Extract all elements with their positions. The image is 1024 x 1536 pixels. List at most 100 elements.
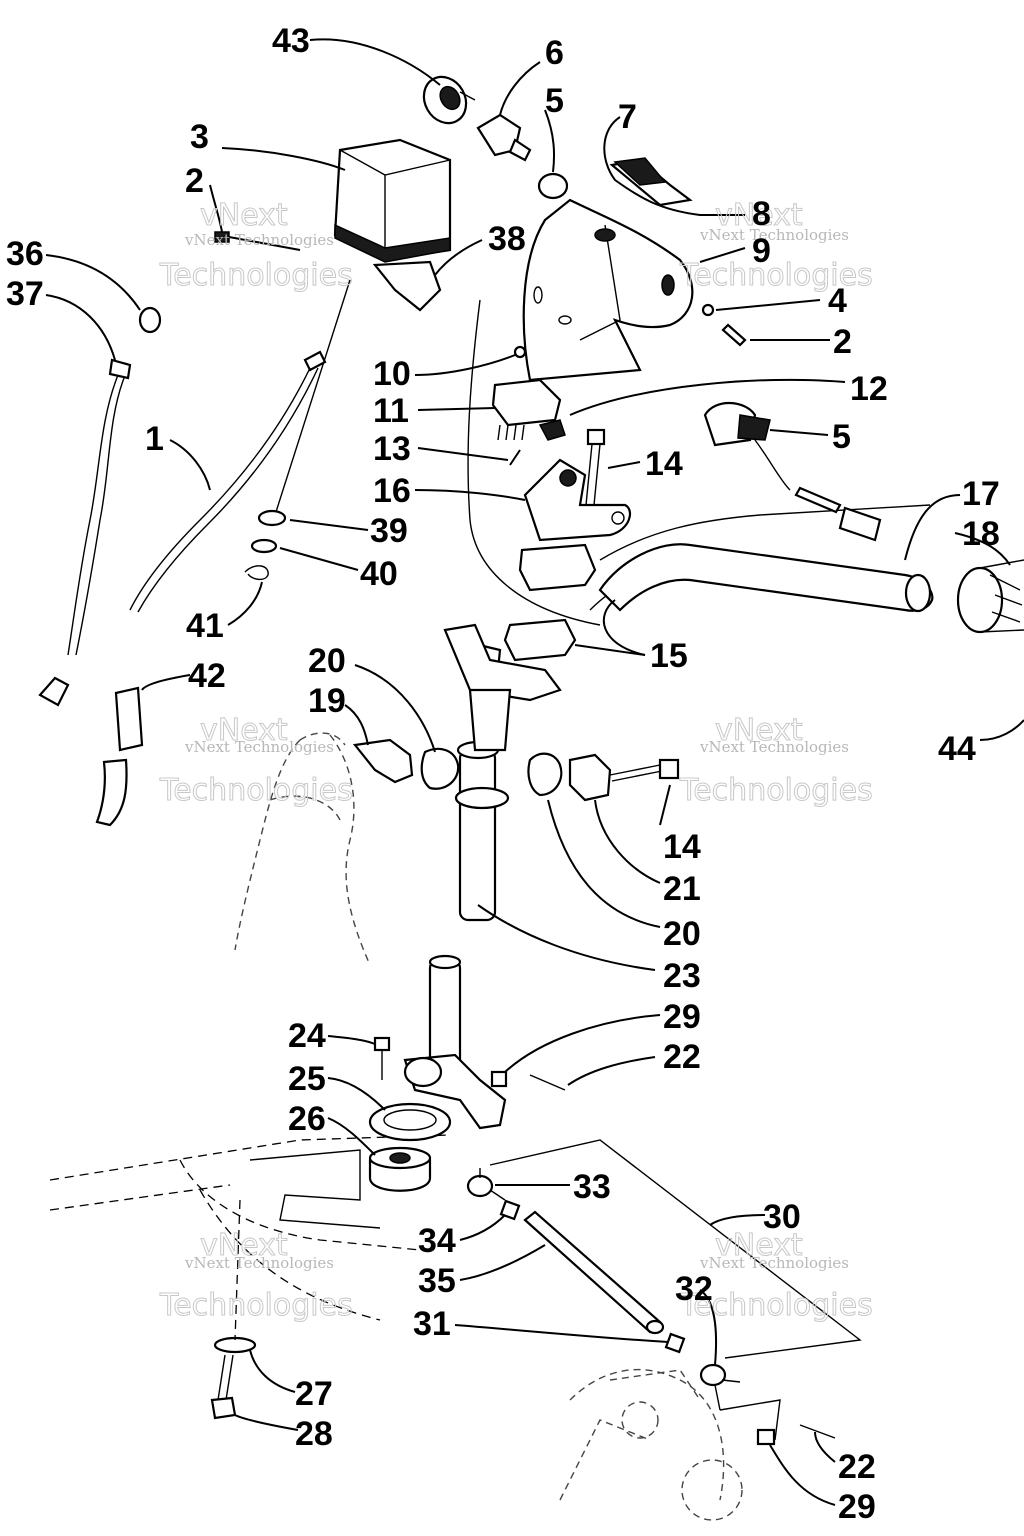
part-25-ring — [368, 1102, 452, 1142]
label-20-lower: 20 — [663, 915, 701, 953]
label-22-upper: 22 — [663, 1038, 701, 1076]
part-18-grip — [956, 559, 1024, 634]
part-22-pin-lower — [799, 1424, 836, 1439]
part-number-labels: 43 6 5 7 3 2 38 8 9 36 37 4 2 10 11 12 5… — [6, 22, 1000, 1526]
part-5-nut — [537, 172, 569, 200]
label-11: 11 — [373, 392, 409, 430]
label-25: 25 — [288, 1060, 326, 1098]
label-8: 8 — [752, 195, 771, 233]
label-28: 28 — [295, 1415, 333, 1453]
watermark-4: vNext vNext Technologies Technologies — [679, 713, 874, 809]
watermark-3: vNext vNext Technologies Technologies — [159, 713, 354, 809]
label-33: 33 — [573, 1168, 611, 1206]
label-12: 12 — [850, 370, 888, 408]
label-17: 17 — [962, 475, 1000, 513]
label-19: 19 — [308, 682, 346, 720]
watermark-line1: vNext — [715, 1228, 803, 1263]
watermark-line1: vNext — [715, 713, 803, 748]
label-7: 7 — [618, 98, 637, 136]
parts — [38, 75, 1024, 1446]
label-5-lower: 5 — [832, 418, 851, 456]
label-32: 32 — [675, 1270, 713, 1308]
part-lower-steering-shaft — [403, 954, 507, 1130]
label-44: 44 — [938, 730, 976, 768]
watermark-line2: vNext Technologies — [184, 231, 334, 249]
label-43: 43 — [272, 22, 310, 60]
label-40: 40 — [360, 555, 398, 593]
watermark-line2: vNext Technologies — [699, 738, 849, 756]
watermark-line3: Technologies — [679, 258, 873, 293]
watermark-5: vNext vNext Technologies Technologies — [159, 1228, 354, 1324]
part-13-screw — [509, 449, 521, 466]
part-7-switch — [609, 157, 693, 207]
label-34: 34 — [418, 1222, 456, 1260]
label-20-upper: 20 — [308, 642, 346, 680]
watermark-line3: Technologies — [159, 773, 353, 808]
watermark-2: vNext vNext Technologies Technologies — [679, 198, 874, 294]
part-14-bolt-upper — [585, 428, 606, 506]
watermark-line3: Technologies — [159, 1288, 353, 1323]
watermark-line1: vNext — [200, 713, 288, 748]
label-37: 37 — [6, 275, 44, 313]
label-36: 36 — [6, 235, 44, 273]
part-24-bolt — [373, 1036, 391, 1080]
label-1: 1 — [145, 420, 164, 458]
label-41: 41 — [186, 607, 224, 645]
label-31: 31 — [413, 1305, 451, 1343]
part-29-nut-lower — [756, 1428, 776, 1446]
label-16: 16 — [373, 472, 411, 510]
label-9: 9 — [752, 232, 771, 270]
part-1-cable — [129, 350, 327, 613]
watermark-line3: Technologies — [159, 258, 353, 293]
part-29-nut-upper — [490, 1070, 508, 1088]
label-2-right: 2 — [833, 323, 852, 361]
part-22-pin-upper — [529, 1074, 566, 1091]
part-38-bracket — [372, 260, 442, 312]
part-11-switch — [491, 378, 566, 441]
part-5-toggle — [703, 401, 882, 542]
label-15: 15 — [650, 637, 688, 675]
part-27-washer — [213, 1336, 257, 1354]
label-42: 42 — [188, 657, 226, 695]
part-3-gauge — [333, 138, 452, 263]
watermark-line2: vNext Technologies — [184, 738, 334, 756]
label-26: 26 — [288, 1100, 326, 1138]
watermarks: vNext vNext Technologies Technologies vN… — [159, 198, 874, 1324]
label-10: 10 — [373, 355, 411, 393]
part-35-tie-rod — [523, 1210, 665, 1335]
part-30-outline — [489, 1139, 862, 1359]
watermark-line1: vNext — [200, 1228, 288, 1263]
label-27: 27 — [295, 1375, 333, 1413]
part-26-bearing — [368, 1146, 432, 1192]
watermark-line2: vNext Technologies — [699, 1254, 849, 1272]
part-console — [522, 198, 694, 382]
label-24: 24 — [288, 1017, 326, 1055]
leader-lines — [45, 38, 1024, 1506]
part-14-bolt-lower — [609, 758, 680, 782]
label-18: 18 — [962, 515, 1000, 553]
label-6: 6 — [545, 34, 564, 72]
part-33-rod-end — [466, 1168, 506, 1201]
part-20-bushing-right — [527, 752, 563, 797]
label-13: 13 — [373, 430, 411, 468]
label-14-lower: 14 — [663, 828, 701, 866]
part-15-clamp-lower — [503, 618, 577, 662]
part-31-nut — [664, 1332, 686, 1354]
part-4-washer — [701, 303, 715, 317]
watermark-line3: Technologies — [679, 1288, 873, 1323]
part-15-clamp-upper — [518, 543, 597, 592]
label-29-upper: 29 — [663, 998, 701, 1036]
part-17-handlebar — [598, 543, 934, 613]
watermark-6: vNext vNext Technologies Technologies — [679, 1228, 874, 1324]
label-30: 30 — [763, 1198, 801, 1236]
label-14-upper: 14 — [645, 445, 683, 483]
watermark-line1: vNext — [715, 198, 803, 233]
watermark-line1: vNext — [200, 198, 288, 233]
part-21-clamp — [568, 753, 612, 802]
label-39: 39 — [370, 512, 408, 550]
part-39-grommet — [257, 509, 287, 527]
part-36-37-harness — [38, 306, 162, 707]
watermark-1: vNext vNext Technologies Technologies — [159, 198, 354, 294]
label-3: 3 — [190, 118, 209, 156]
